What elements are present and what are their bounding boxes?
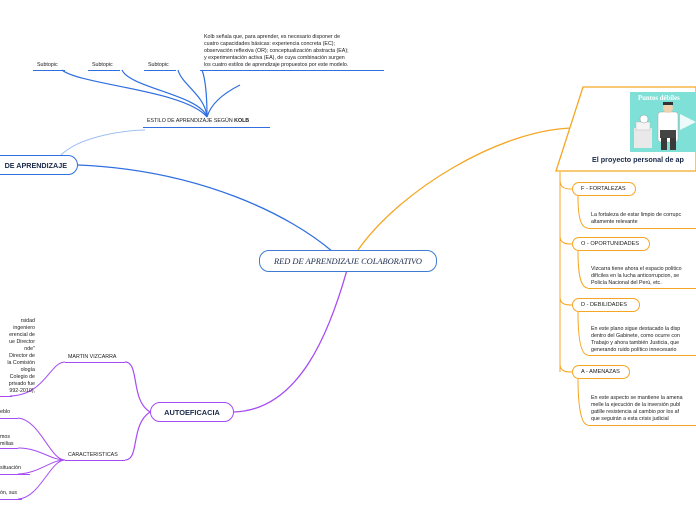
foda-oportunidades-text: Vizcarra tiene ahora el espacio politico…	[591, 266, 682, 287]
martin-vizcarra-topic[interactable]: MARTIN VIZCARRA	[68, 354, 116, 361]
foda-fortalezas-label: F - FORTALEZAS	[581, 186, 626, 192]
foda-debilidades-label: D - DEBILIDADES	[581, 302, 627, 308]
caracteristicas-underline	[65, 460, 125, 461]
main-topic-aprendizaje[interactable]: DE APRENDIZAJE	[0, 155, 78, 175]
trait-1: eblo	[0, 409, 10, 416]
central-topic-label: RED DE APRENDIZAJE COLABORATIVO	[274, 257, 422, 266]
kolb-underline	[143, 127, 270, 128]
subtopic-3-underline	[144, 70, 176, 71]
foda-amenazas-label: A - AMENAZAS	[581, 369, 620, 375]
subtopic-1-underline	[33, 70, 65, 71]
trait-4: ón, sus	[0, 490, 17, 497]
subtopic-2-underline	[88, 70, 120, 71]
trait-3-underline	[0, 474, 30, 475]
foda-oportunidades-label: O - OPORTUNIDADES	[581, 241, 639, 247]
foda-text-line: Vizcarra tiene ahora el espacio politico	[591, 266, 682, 273]
foda-fortalezas-text: La fortaleza de estar limpio de corrupc …	[591, 212, 681, 226]
kolb-description-line: los cuatro estilos de aprendizaje propue…	[204, 62, 349, 69]
foda-debilidades-text: En este plano sigue destacado la disp de…	[591, 326, 680, 354]
foda-debilidades[interactable]: D - DEBILIDADES	[572, 298, 640, 312]
central-topic[interactable]: RED DE APRENDIZAJE COLABORATIVO	[259, 250, 437, 272]
foda-amenazas-text-underline	[588, 425, 696, 426]
subtopic-3[interactable]: Subtopic	[148, 62, 169, 69]
bio-line: privado fue	[7, 381, 35, 388]
foda-text-line: difíciles en la lucha anticorrupcion, se	[591, 273, 682, 280]
bio-line: la Comisión	[7, 360, 35, 367]
main-topic-autoeficacia-label: AUTOEFICACIA	[164, 408, 220, 417]
subtopic-1[interactable]: Subtopic	[37, 62, 58, 69]
foda-text-line: En este aspecto se mantiene la amena	[591, 395, 683, 402]
foda-fortalezas[interactable]: F - FORTALEZAS	[572, 182, 636, 196]
foda-oportunidades[interactable]: O - OPORTUNIDADES	[572, 237, 650, 251]
foda-text-line: dentro del Gabinete, como ocurre con	[591, 333, 680, 340]
kolb-description-line: cuatro capacidades básicas: experiencia …	[204, 41, 349, 48]
martin-bio-underline	[0, 396, 12, 397]
trait-4-underline	[0, 499, 22, 500]
foda-oportunidades-text-underline	[588, 288, 696, 289]
project-image: Puntos débiles	[630, 92, 696, 152]
kolb-description: Kolb señala que, para aprender, es neces…	[204, 34, 349, 69]
person-illustration-icon	[630, 92, 696, 152]
kolb-description-underline	[200, 70, 384, 71]
foda-text-line: La fortaleza de estar limpio de corrupc	[591, 212, 681, 219]
kolb-description-line: observación reflexiva (OR); conceptualiz…	[204, 48, 349, 55]
foda-text-line: En este plano sigue destacado la disp	[591, 326, 680, 333]
trait-3: situación	[0, 465, 21, 472]
main-topic-autoeficacia[interactable]: AUTOEFICACIA	[150, 402, 234, 422]
bio-line: erencial de	[7, 332, 35, 339]
foda-text-line: Policía Nacional del Perú, etc.	[591, 280, 682, 287]
foda-debilidades-text-underline	[588, 355, 696, 356]
bio-line: rsidad	[7, 318, 35, 325]
bio-line: Director de	[7, 353, 35, 360]
foda-text-line: melle la ejecución de la inversión publ	[591, 402, 683, 409]
foda-text-line: altamente relevante	[591, 219, 681, 226]
foda-text-line: que seguirán a esta crisis judicial	[591, 416, 683, 423]
kolb-description-line: Kolb señala que, para aprender, es neces…	[204, 34, 349, 41]
bio-line: ingeniero	[7, 325, 35, 332]
kolb-topic[interactable]: ESTILO DE APRENDIZAJE SEGÚN KOLB	[147, 118, 249, 125]
foda-fortalezas-text-underline	[588, 228, 696, 229]
foda-amenazas-text: En este aspecto se mantiene la amena mel…	[591, 395, 683, 423]
martin-vizcarra-underline	[65, 362, 125, 363]
martin-bio: rsidad ingeniero erencial de ue Director…	[7, 318, 35, 395]
bio-line: ue Director	[7, 339, 35, 346]
trait-2-line: milias	[0, 441, 14, 448]
kolb-description-line: y experimentación activa (EA), de cuya c…	[204, 55, 349, 62]
kolb-topic-bold: KOLB	[234, 118, 249, 124]
trait-1-underline	[0, 418, 18, 419]
subtopic-2[interactable]: Subtopic	[92, 62, 113, 69]
project-title: El proyecto personal de ap	[592, 155, 684, 164]
trait-2: mos milias	[0, 434, 14, 448]
trait-2-line: mos	[0, 434, 14, 441]
foda-text-line: gatille resistencia al cambio por los af	[591, 409, 683, 416]
bio-line: nde"	[7, 346, 35, 353]
caracteristicas-topic[interactable]: CARACTERISTICAS	[68, 452, 118, 459]
bio-line: 992-2010),	[7, 388, 35, 395]
trait-2-underline	[0, 448, 18, 449]
bio-line: ología	[7, 367, 35, 374]
kolb-topic-label: ESTILO DE APRENDIZAJE SEGÚN	[147, 118, 234, 124]
foda-text-line: Trabajo y ahora también Justicia, que	[591, 340, 680, 347]
foda-amenazas[interactable]: A - AMENAZAS	[572, 365, 630, 379]
main-topic-aprendizaje-label: DE APRENDIZAJE	[5, 161, 67, 170]
foda-text-line: generando ruido político innecesario	[591, 347, 680, 354]
bio-line: Colegio de	[7, 374, 35, 381]
